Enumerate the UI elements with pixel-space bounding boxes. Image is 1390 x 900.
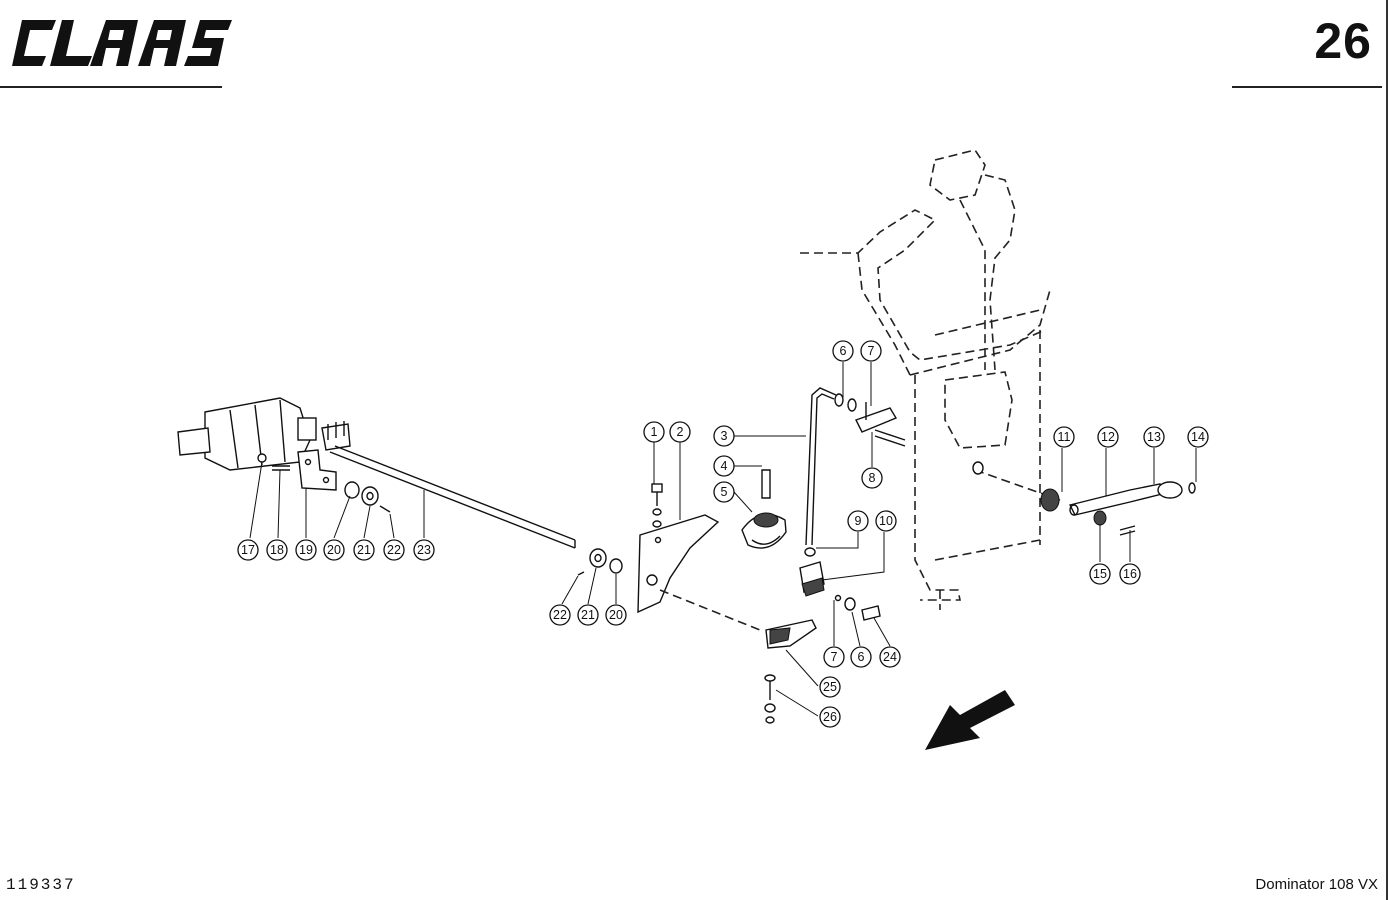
callout-label: 22: [387, 543, 401, 557]
callout-6: 6: [832, 340, 854, 362]
callout-23: 23: [413, 539, 435, 561]
pin-4: [761, 469, 771, 499]
linkage-rod: [321, 421, 576, 549]
callout-5: 5: [713, 481, 735, 503]
page-number: 26: [1314, 13, 1372, 69]
callout-label: 8: [869, 471, 876, 485]
header-rule-left: [0, 86, 222, 88]
callout-label: 9: [855, 514, 862, 528]
callout-label: 17: [241, 543, 255, 557]
page-border: [1386, 0, 1388, 900]
callout-label: 21: [581, 608, 595, 622]
phantom-console-outline: [800, 149, 1061, 610]
callout-label: 18: [270, 543, 284, 557]
callout-14: 14: [1187, 426, 1209, 448]
callout-label: 15: [1093, 567, 1107, 581]
callout-label: 20: [327, 543, 341, 557]
callout-label: 19: [299, 543, 313, 557]
callout-label: 14: [1191, 430, 1205, 444]
callout-10: 10: [875, 510, 897, 532]
callout-label: 2: [677, 425, 684, 439]
callout-16: 16: [1119, 563, 1141, 585]
callout-label: 26: [823, 710, 837, 724]
clevis-10: [799, 561, 881, 621]
callout-label: 25: [823, 680, 837, 694]
drawing-number: 119337: [6, 876, 76, 894]
bracket-19: [257, 449, 391, 513]
callout-label: 11: [1058, 430, 1071, 444]
model-name: Dominator 108 VX: [1255, 876, 1378, 893]
callout-label: 7: [831, 650, 838, 664]
callout-label: 22: [553, 608, 567, 622]
callout-label: 21: [357, 543, 371, 557]
callout-21: 21: [353, 539, 375, 561]
callout-label: 24: [883, 650, 897, 664]
callout-8: 8: [861, 467, 883, 489]
knob-5: [741, 512, 787, 549]
callout-label: 1: [651, 425, 658, 439]
callout-24: 24: [879, 646, 901, 668]
callout-20-lower: 20: [605, 604, 627, 626]
callout-21-lower: 21: [577, 604, 599, 626]
callout-label: 16: [1123, 567, 1137, 581]
callout-label: 20: [609, 608, 623, 622]
callout-20: 20: [323, 539, 345, 561]
callout-26: 26: [819, 706, 841, 728]
claas-logo: [12, 20, 232, 66]
callout-22-lower: 22: [549, 604, 571, 626]
callout-25: 25: [819, 676, 841, 698]
lever-25: [765, 619, 817, 649]
callout-6-lower: 6: [850, 646, 872, 668]
callout-label: 4: [721, 459, 728, 473]
callout-1: 1: [643, 421, 665, 443]
callout-7: 7: [860, 340, 882, 362]
direction-arrow: [925, 690, 1015, 750]
callout-label: 3: [721, 429, 728, 443]
callout-7-lower: 7: [823, 646, 845, 668]
callout-22: 22: [383, 539, 405, 561]
callout-label: 6: [858, 650, 865, 664]
bolt-1: [651, 483, 663, 528]
callout-11: 11: [1053, 426, 1075, 448]
callout-label: 10: [879, 514, 893, 528]
callout-15: 15: [1089, 563, 1111, 585]
header-rule-right: [1232, 86, 1382, 88]
bolt-26: [764, 674, 776, 724]
callout-label: 13: [1147, 430, 1161, 444]
callout-label: 23: [417, 543, 431, 557]
callout-4: 4: [713, 455, 735, 477]
callout-19: 19: [295, 539, 317, 561]
rod-3: [804, 387, 837, 557]
bracket-2: [637, 514, 761, 631]
callout-13: 13: [1143, 426, 1165, 448]
pivot-8: [834, 393, 906, 447]
callout-12: 12: [1097, 426, 1119, 448]
callout-3: 3: [713, 425, 735, 447]
fasteners-lower: [577, 548, 623, 576]
callout-9: 9: [847, 510, 869, 532]
callout-18: 18: [266, 539, 288, 561]
callout-2: 2: [669, 421, 691, 443]
callout-label: 12: [1101, 430, 1115, 444]
control-valve: [177, 397, 317, 471]
leader-lines: [249, 362, 1197, 717]
callout-label: 7: [868, 344, 875, 358]
lever-12: [972, 461, 1196, 536]
callout-17: 17: [237, 539, 259, 561]
callout-label: 5: [721, 485, 728, 499]
callout-label: 6: [840, 344, 847, 358]
